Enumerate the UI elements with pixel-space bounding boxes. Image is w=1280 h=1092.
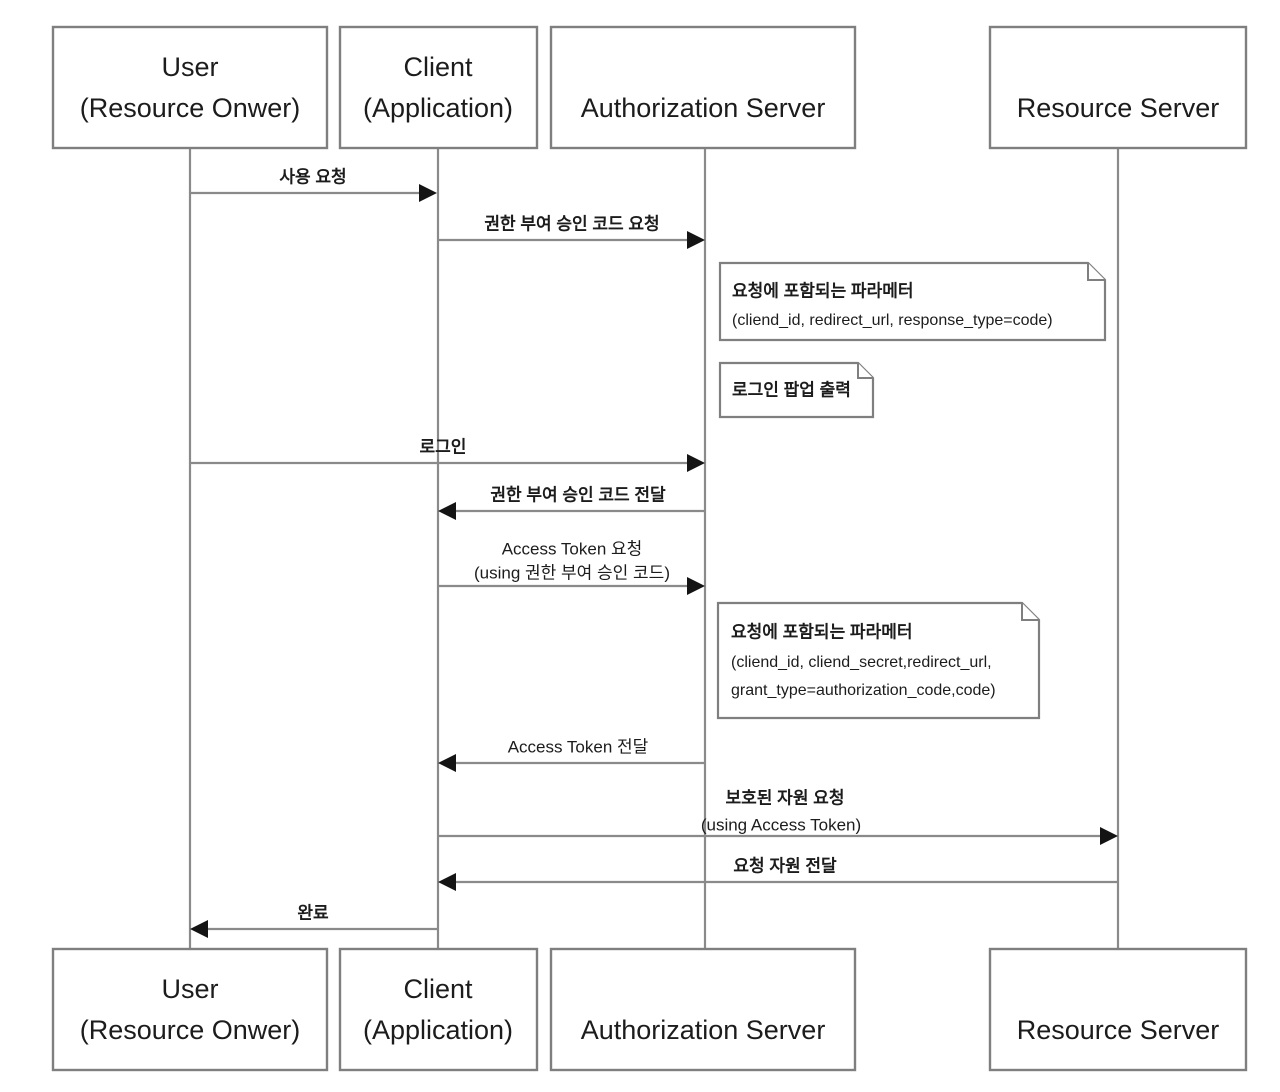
arrow-head-m6 (438, 754, 456, 772)
actor-footer-client[interactable]: Client (Application) (338, 947, 539, 1072)
arrow-head-m1 (419, 184, 437, 202)
note-fold-corner-2 (857, 363, 873, 379)
message-label-m5-line2: (using 권한 부여 승인 코드) (474, 563, 670, 582)
arrow-head-m7 (1100, 827, 1118, 845)
message-label-m7-line1: 보호된 자원 요청 (726, 787, 845, 807)
message-usage-request[interactable]: 사용 요청 (190, 166, 437, 202)
actor-header-resource-server[interactable]: Resource Server (988, 25, 1248, 150)
actor-label-user-bottom-line1: User (161, 974, 218, 1004)
actor-header-user[interactable]: User (Resource Onwer) (51, 25, 329, 150)
message-resource-delivery[interactable]: 요청 자원 전달 (438, 855, 1118, 891)
actor-label-authorization-server-bottom: Authorization Server (581, 1015, 826, 1045)
note-auth-code-request-params[interactable]: 요청에 포함되는 파라메터 (cliend_id, redirect_url, … (718, 261, 1107, 342)
actor-box-user-top[interactable] (51, 25, 329, 150)
note-login-popup[interactable]: 로그인 팝업 출력 (718, 361, 875, 419)
note-3-line-1: 요청에 포함되는 파라메터 (731, 621, 913, 641)
note-box-3[interactable] (716, 601, 1041, 720)
actor-label-authorization-server: Authorization Server (581, 93, 826, 123)
note-fold-corner-1 (1087, 263, 1105, 281)
note-1-line-2: (cliend_id, redirect_url, response_type=… (732, 312, 1053, 329)
arrow-head-m8 (438, 873, 456, 891)
actor-footer-authorization-server[interactable]: Authorization Server (549, 947, 857, 1072)
actor-box-client-bottom[interactable] (338, 947, 539, 1072)
actor-box-user-bottom[interactable] (51, 947, 329, 1072)
actor-label-user-bottom-line2: (Resource Onwer) (80, 1015, 301, 1045)
actor-header-client[interactable]: Client (Application) (338, 25, 539, 150)
actor-label-client-bottom-line1: Client (403, 974, 473, 1004)
note-3-line-2: (cliend_id, cliend_secret,redirect_url, (731, 654, 992, 671)
arrow-head-m4 (438, 502, 456, 520)
message-auth-code-delivery[interactable]: 권한 부여 승인 코드 전달 (438, 484, 705, 520)
message-access-token-request[interactable]: Access Token 요청 (using 권한 부여 승인 코드) (438, 539, 705, 595)
message-label-m2: 권한 부여 승인 코드 요청 (484, 213, 659, 233)
message-access-token-delivery[interactable]: Access Token 전달 (438, 737, 705, 772)
message-auth-code-request[interactable]: 권한 부여 승인 코드 요청 (438, 213, 705, 249)
message-protected-resource-request[interactable]: 보호된 자원 요청 (using Access Token) (438, 787, 1118, 845)
actor-label-user-line1: User (161, 52, 218, 82)
message-label-m8: 요청 자원 전달 (733, 855, 837, 875)
message-label-m6: Access Token 전달 (508, 737, 649, 756)
actor-label-client-line2: (Application) (363, 93, 513, 123)
actor-label-resource-server-bottom: Resource Server (1017, 1015, 1220, 1045)
arrow-head-m3 (687, 454, 705, 472)
actor-box-resource-server-top[interactable] (988, 25, 1248, 150)
note-fold-corner-3 (1021, 603, 1039, 621)
message-label-m3: 로그인 (420, 437, 467, 456)
actor-label-client-bottom-line2: (Application) (363, 1015, 513, 1045)
note-1-line-1: 요청에 포함되는 파라메터 (732, 280, 914, 300)
actor-box-resource-server-bottom[interactable] (988, 947, 1248, 1072)
lifelines-group (188, 148, 1120, 949)
actor-box-client-top[interactable] (338, 25, 539, 150)
arrow-head-m5 (687, 577, 705, 595)
note-2-line-1: 로그인 팝업 출력 (732, 380, 851, 399)
actor-label-resource-server: Resource Server (1017, 93, 1220, 123)
message-label-m9: 완료 (297, 903, 329, 922)
message-label-m7-line2: (using Access Token) (701, 815, 861, 834)
actor-box-authorization-server-bottom[interactable] (549, 947, 857, 1072)
actor-box-authorization-server-top[interactable] (549, 25, 857, 150)
actor-label-client-line1: Client (403, 52, 473, 82)
actor-header-authorization-server[interactable]: Authorization Server (549, 25, 857, 150)
note-box-2[interactable] (718, 361, 875, 419)
note-box-1[interactable] (718, 261, 1107, 342)
actor-footer-user[interactable]: User (Resource Onwer) (51, 947, 329, 1072)
message-label-m5-line1: Access Token 요청 (502, 539, 643, 558)
message-login[interactable]: 로그인 (190, 437, 705, 472)
actor-label-user-line2: (Resource Onwer) (80, 93, 301, 123)
note-access-token-request-params[interactable]: 요청에 포함되는 파라메터 (cliend_id, cliend_secret,… (716, 601, 1041, 720)
message-label-m4: 권한 부여 승인 코드 전달 (490, 484, 666, 504)
actor-footer-resource-server[interactable]: Resource Server (988, 947, 1248, 1072)
arrow-head-m9 (190, 920, 208, 938)
arrow-head-m2 (687, 231, 705, 249)
message-complete[interactable]: 완료 (190, 903, 438, 938)
note-3-line-3: grant_type=authorization_code,code) (731, 682, 996, 699)
message-label-m1: 사용 요청 (279, 166, 346, 186)
